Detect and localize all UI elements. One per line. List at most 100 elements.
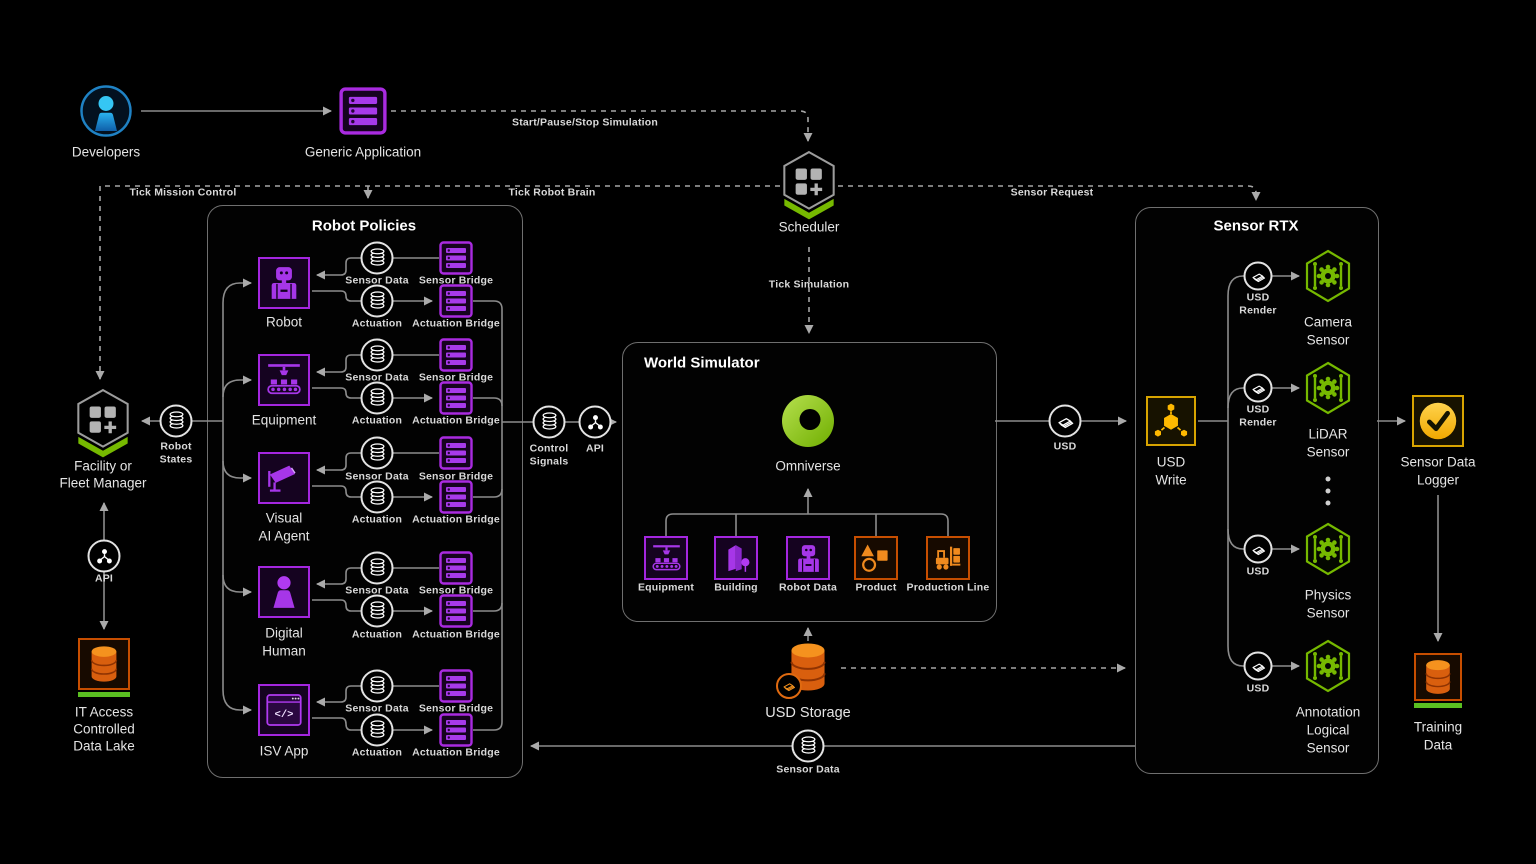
visual-ai-agent-icon	[258, 452, 310, 504]
actuation-db-icon	[360, 713, 394, 747]
asset-robot-data-label: Robot Data	[779, 581, 837, 594]
tick-robot-brain-label: Tick Robot Brain	[508, 186, 596, 199]
sensor-data-label: Sensor Data	[345, 470, 409, 483]
actuation-db-icon	[360, 594, 394, 628]
isv-app-icon: </>	[258, 684, 310, 736]
usd-badge-label: USD	[1246, 565, 1270, 578]
sensor-data-db-icon	[360, 436, 394, 470]
training-data-label-line2: Data	[1423, 737, 1453, 753]
asset-production-line-icon	[926, 536, 970, 580]
visual-ai-agent-label-line1: Visual	[265, 510, 303, 526]
world-simulator-title: World Simulator	[644, 354, 760, 372]
usd-render-label-line2: Render	[1239, 416, 1277, 429]
generic-application-icon	[339, 87, 387, 135]
usd-badge-icon	[1243, 534, 1273, 564]
training-data-icon	[1414, 653, 1462, 701]
generic-application-label: Generic Application	[304, 144, 422, 160]
training-data-underline	[1414, 703, 1462, 708]
usd-write-label-line1: USD	[1156, 454, 1186, 470]
sensor-data-logger-label-line1: Sensor Data	[1400, 454, 1476, 470]
physics-sensor-icon	[1304, 522, 1352, 576]
digital-human-label-line1: Digital	[265, 625, 303, 641]
asset-equipment-label: Equipment	[637, 581, 695, 594]
usd-write-label-line2: Write	[1155, 472, 1187, 488]
control-signals-label-line2: Signals	[529, 455, 569, 468]
sensor-bridge-label: Sensor Bridge	[418, 584, 494, 597]
usd-storage-label: USD Storage	[765, 704, 851, 721]
actuation-label: Actuation	[351, 513, 403, 526]
camera-sensor-icon	[1304, 249, 1352, 303]
usd-render-icon	[1243, 261, 1273, 291]
ellipsis-dot	[1325, 476, 1331, 482]
it-data-lake-icon	[78, 638, 130, 690]
training-data-label-line1: Training	[1413, 719, 1463, 735]
scheduler-label: Scheduler	[778, 219, 840, 235]
control-signals-label-line1: Control	[529, 442, 569, 455]
sensor-data-label: Sensor Data	[345, 702, 409, 715]
annotation-sensor-label-line2: Logical	[1306, 722, 1350, 738]
sensor-data-logger-label-line2: Logger	[1416, 472, 1460, 488]
actuation-bridge-icon	[439, 594, 473, 628]
asset-robot-data-icon	[786, 536, 830, 580]
digital-human-icon	[258, 566, 310, 618]
usd-render-label-line1: USD	[1246, 291, 1270, 304]
api-icon-mid	[578, 405, 612, 439]
camera-sensor-label-line2: Sensor	[1306, 332, 1350, 348]
actuation-db-icon	[360, 381, 394, 415]
actuation-bridge-label: Actuation Bridge	[412, 628, 500, 641]
sensor-bridge-icon	[439, 669, 473, 703]
sensor-data-db-icon	[360, 551, 394, 585]
developers-label: Developers	[71, 144, 141, 160]
actuation-bridge-icon	[439, 381, 473, 415]
sensor-data-db-icon	[360, 669, 394, 703]
sensor-data-bottom-label: Sensor Data	[776, 763, 840, 776]
lidar-sensor-label-line1: LiDAR	[1308, 426, 1348, 442]
equipment-icon	[258, 354, 310, 406]
api-label-left: API	[94, 572, 114, 585]
actuation-bridge-label: Actuation Bridge	[412, 513, 500, 526]
digital-human-label-line2: Human	[262, 643, 306, 659]
data-lake-label-line3: Data Lake	[73, 738, 135, 754]
sensor-request-label: Sensor Request	[1010, 186, 1094, 199]
sensor-bridge-label: Sensor Bridge	[418, 274, 494, 287]
lidar-sensor-label-line2: Sensor	[1306, 444, 1350, 460]
ellipsis-dot	[1325, 488, 1331, 494]
actuation-bridge-icon	[439, 480, 473, 514]
robot-states-db-icon	[159, 404, 193, 438]
sensor-bridge-label: Sensor Bridge	[418, 702, 494, 715]
control-signals-db-icon	[532, 405, 566, 439]
robot-policies-title: Robot Policies	[311, 217, 417, 235]
sensor-data-db-icon	[360, 241, 394, 275]
actuation-db-icon	[360, 284, 394, 318]
sensor-bridge-icon	[439, 551, 473, 585]
asset-equipment-icon	[644, 536, 688, 580]
actuation-label: Actuation	[351, 414, 403, 427]
actuation-bridge-icon	[439, 284, 473, 318]
actuation-label: Actuation	[351, 317, 403, 330]
api-label-mid: API	[585, 442, 605, 455]
api-icon-left	[87, 539, 121, 573]
robot-icon	[258, 257, 310, 309]
actuation-bridge-icon	[439, 713, 473, 747]
usd-circle-icon	[1048, 404, 1082, 438]
asset-production-line-label: Production Line	[906, 581, 990, 594]
sensor-bridge-label: Sensor Bridge	[418, 470, 494, 483]
start-pause-stop-label: Start/Pause/Stop Simulation	[511, 116, 659, 129]
scheduler-icon	[780, 149, 838, 223]
visual-ai-agent-label-line2: AI Agent	[258, 528, 310, 544]
sensor-data-label: Sensor Data	[345, 584, 409, 597]
asset-building-label: Building	[714, 581, 758, 594]
omniverse-logo	[781, 394, 835, 448]
usd-label: USD	[1053, 440, 1077, 453]
tick-mission-control-label: Tick Mission Control	[129, 186, 237, 199]
sensor-bridge-icon	[439, 436, 473, 470]
usd-write-icon	[1146, 396, 1196, 446]
isv-app-label: ISV App	[259, 743, 309, 759]
sensor-rtx-title: Sensor RTX	[1213, 217, 1299, 235]
robot-states-label-line1: Robot	[160, 440, 192, 453]
sensor-data-db-icon	[360, 338, 394, 372]
usd-render-label-line2: Render	[1239, 304, 1277, 317]
omniverse-label: Omniverse	[775, 458, 841, 474]
isv-code-glyph: </>	[275, 709, 294, 721]
